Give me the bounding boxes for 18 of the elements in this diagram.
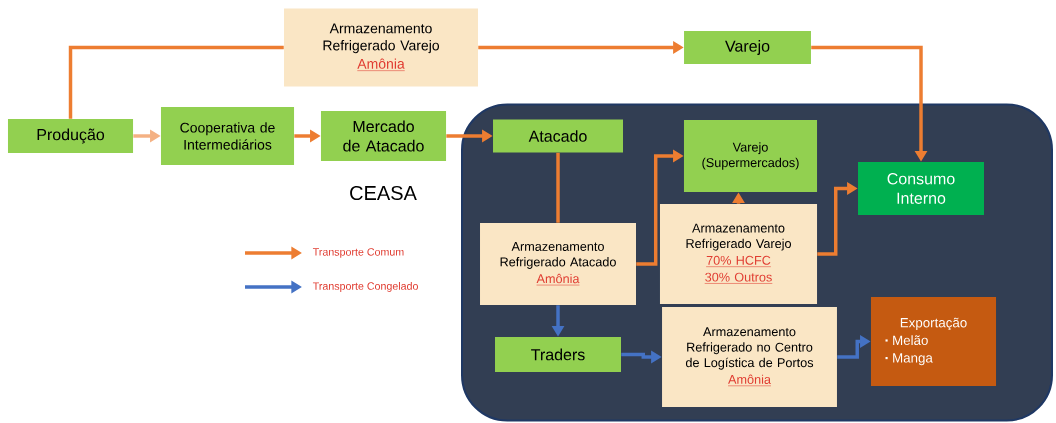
storage-box: Armazenamento Refrigerado Atacado Amônia (480, 223, 636, 305)
export-box: Exportação Melão Manga (870, 296, 997, 386)
connector-line (68, 45, 284, 119)
process-box: Mercado de Atacado (321, 111, 447, 161)
connector-line (556, 152, 560, 223)
process-box: Produção (8, 119, 134, 153)
region-label: CEASA (350, 185, 417, 201)
storage-box: Armazenamento Refrigerado no Centro de Logística de Portos Amônia (662, 307, 837, 407)
process-box: Traders (495, 337, 621, 372)
process-box: Varejo (Supermercados) (683, 120, 818, 192)
storage-box: Armazenamento Refrigerado Varejo 70% HCFC 30% Outros (659, 204, 818, 304)
process-box: Consumo Interno (858, 161, 984, 215)
process-box: Cooperativa de Intermediários (161, 107, 295, 165)
process-box: Atacado (493, 119, 623, 153)
legend-text: Transporte Comum (312, 248, 404, 258)
process-box: Varejo (684, 30, 811, 64)
legend-text: Transporte Congelado (312, 282, 418, 292)
storage-box: Armazenamento Refrigerado Varejo Amônia (284, 8, 478, 87)
